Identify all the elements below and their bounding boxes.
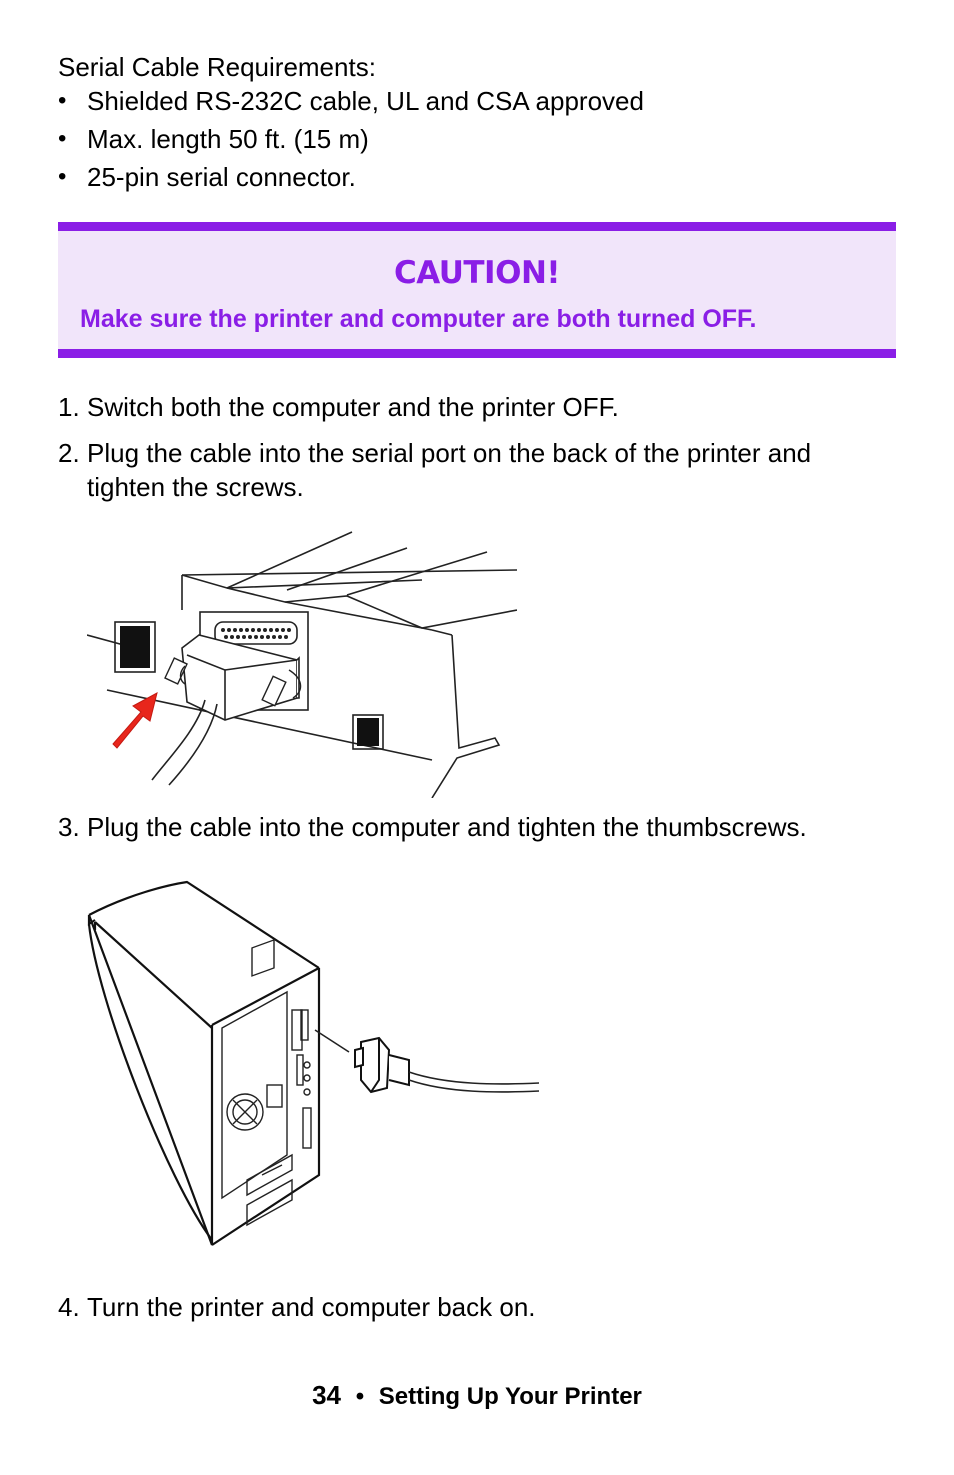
- caution-box: CAUTION! Make sure the printer and compu…: [58, 222, 896, 358]
- step-text: Switch both the computer and the printer…: [87, 390, 619, 424]
- step-line: Turn the printer and computer back on.: [87, 1292, 536, 1322]
- step-line: Plug the cable into the serial port on t…: [87, 438, 812, 468]
- step-number: 4.: [58, 1292, 80, 1322]
- step-text: Plug the cable into the serial port on t…: [87, 436, 811, 504]
- printer-serial-port-illustration: [87, 531, 517, 798]
- step-line: tighten the screws.: [87, 472, 304, 502]
- computer-tower-illustration: [87, 880, 539, 1246]
- list-item-text: 25-pin serial connector.: [87, 162, 356, 192]
- list-item: • Max. length 50 ft. (15 m): [0, 124, 954, 154]
- list-item-text: Shielded RS-232C cable, UL and CSA appro…: [87, 86, 644, 116]
- step-number: 1.: [58, 392, 80, 422]
- footer-separator: •: [355, 1383, 365, 1410]
- caution-title: CAUTION!: [393, 255, 561, 291]
- caution-message: Make sure the printer and computer are b…: [80, 305, 757, 333]
- footer-section-title: Setting Up Your Printer: [378, 1383, 642, 1410]
- step-number: 2.: [58, 438, 80, 468]
- step-text: Turn the printer and computer back on.: [87, 1290, 536, 1324]
- step-text: Plug the cable into the computer and tig…: [87, 810, 807, 844]
- bullet-icon: •: [58, 125, 67, 152]
- page-number: 34: [312, 1380, 342, 1410]
- list-item: • Shielded RS-232C cable, UL and CSA app…: [0, 86, 954, 116]
- step-line: Switch both the computer and the printer…: [87, 392, 619, 422]
- step-line: Plug the cable into the computer and tig…: [87, 812, 807, 842]
- requirements-heading: Serial Cable Requirements:: [58, 52, 376, 82]
- page-footer: 34 • Setting Up Your Printer: [0, 1380, 954, 1411]
- bullet-icon: •: [58, 87, 67, 114]
- list-item: • 25-pin serial connector.: [0, 162, 954, 192]
- step-number: 3.: [58, 812, 80, 842]
- bullet-icon: •: [58, 163, 67, 190]
- list-item-text: Max. length 50 ft. (15 m): [87, 124, 369, 154]
